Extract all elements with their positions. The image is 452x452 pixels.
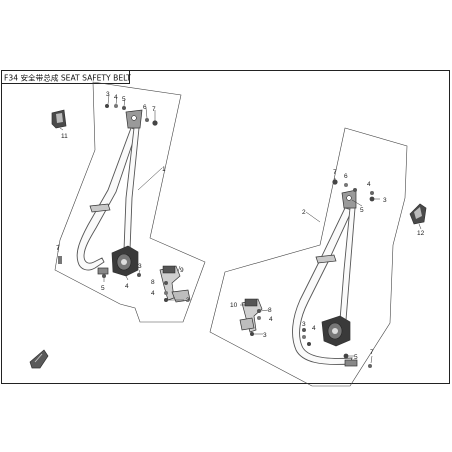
- callout-5: 5: [360, 207, 364, 214]
- callout-5: 5: [354, 354, 358, 361]
- callout-3: 3: [383, 197, 387, 204]
- callout-7: 7: [152, 106, 156, 113]
- left-buckle: [159, 265, 191, 303]
- bottom-left-clip: [29, 349, 49, 369]
- left-belt-tongue: [97, 267, 109, 275]
- callout-4: 4: [269, 316, 273, 323]
- left-belt-webbing: [76, 127, 138, 271]
- left-retractor: [111, 245, 139, 277]
- right-belt-tongue: [344, 359, 358, 367]
- callout-12: 12: [417, 230, 425, 237]
- callout-2: 2: [302, 209, 306, 216]
- callout-1: 1: [162, 166, 166, 173]
- left-seat-belt: [76, 109, 143, 277]
- callout-labels: 3 4 5 6 7 1 11 7 5 4 3 9 8 4 3 2 7 6 4 3…: [56, 91, 425, 361]
- callout-5: 5: [122, 96, 126, 103]
- callout-6: 6: [143, 104, 147, 111]
- left-group-outline: [54, 81, 206, 323]
- right-buckle: [239, 298, 263, 333]
- callout-3: 3: [186, 297, 190, 304]
- right-fasteners: [250, 179, 375, 368]
- callout-11: 11: [61, 133, 68, 140]
- right-seat-belt: [292, 189, 358, 367]
- page-title: F34 安全带总成 SEAT SAFETY BELT: [4, 73, 131, 83]
- left-fasteners: [58, 104, 168, 302]
- callout-3: 3: [138, 263, 142, 270]
- right-belt-webbing: [292, 207, 353, 365]
- callout-4: 4: [151, 290, 155, 297]
- right-retractor: [321, 315, 351, 347]
- callout-5: 5: [101, 285, 105, 292]
- callout-4: 4: [125, 283, 129, 290]
- callout-9: 9: [180, 267, 184, 274]
- callout-8: 8: [268, 307, 272, 314]
- part-12-bracket: [409, 203, 427, 225]
- part-11-bracket: [51, 109, 67, 129]
- callout-7: 7: [333, 169, 337, 176]
- diagram-border: [1, 70, 450, 384]
- callout-3: 3: [263, 332, 267, 339]
- right-group-outline: [209, 127, 408, 387]
- callout-10: 10: [230, 302, 238, 309]
- callout-7: 7: [56, 245, 60, 252]
- title-box: F34 安全带总成 SEAT SAFETY BELT: [1, 70, 131, 84]
- callout-7: 7: [370, 349, 374, 356]
- callout-3: 3: [106, 91, 110, 98]
- right-belt-guide: [315, 254, 337, 264]
- callout-8: 8: [151, 279, 155, 286]
- callout-4: 4: [114, 94, 118, 101]
- callout-4: 4: [312, 325, 316, 332]
- callout-6: 6: [344, 173, 348, 180]
- leader-lines: [57, 94, 422, 364]
- callout-4: 4: [367, 181, 371, 188]
- left-belt-guide: [89, 203, 111, 213]
- callout-3: 3: [302, 321, 306, 328]
